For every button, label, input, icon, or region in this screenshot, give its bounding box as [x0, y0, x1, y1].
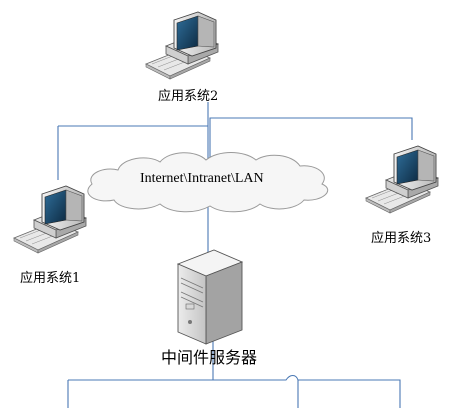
link-system3-cloud — [209, 117, 413, 160]
network-label: Internet\Intranet\LAN — [140, 171, 264, 186]
computer-system2-icon — [145, 11, 219, 80]
computer-system3-icon — [365, 145, 439, 214]
computer-system1-icon — [13, 185, 87, 254]
system1-label: 应用系统1 — [20, 271, 81, 286]
bus-line — [67, 374, 401, 408]
link-system1-cloud — [57, 125, 208, 180]
system3-label: 应用系统3 — [371, 231, 432, 246]
network-cloud — [87, 152, 329, 213]
system2-label: 应用系统2 — [158, 89, 219, 104]
server-label: 中间件服务器 — [161, 348, 258, 367]
server-tower-icon — [176, 249, 244, 345]
